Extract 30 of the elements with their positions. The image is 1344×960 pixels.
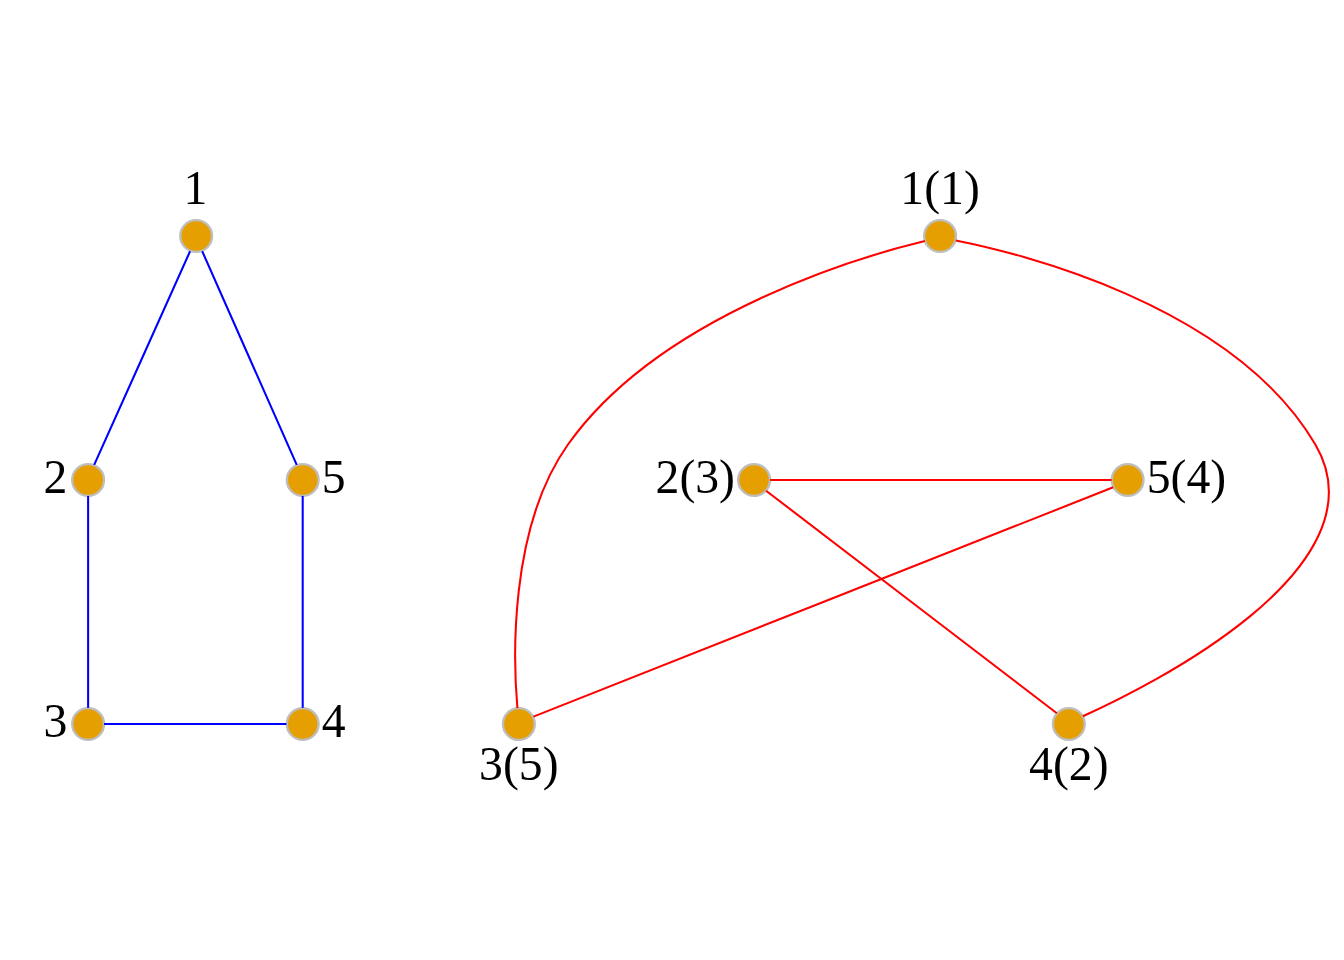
node-circle xyxy=(1110,462,1145,498)
node-label: 1 xyxy=(183,162,208,215)
connector xyxy=(514,240,926,709)
connector xyxy=(955,239,1329,718)
connector xyxy=(201,250,298,466)
node-label: 5 xyxy=(321,450,346,503)
node-circle xyxy=(71,706,106,742)
node-circle xyxy=(71,462,106,498)
node-label: 2(3) xyxy=(655,450,735,503)
node-circle xyxy=(737,462,772,498)
node-circle xyxy=(179,218,214,254)
connector xyxy=(770,478,1112,482)
node-circle xyxy=(501,706,536,742)
node-label: 2 xyxy=(43,450,68,503)
node-label: 3(5) xyxy=(479,737,559,790)
connector xyxy=(87,495,90,708)
node-circle xyxy=(285,706,320,742)
connector xyxy=(765,489,1058,715)
connector xyxy=(533,486,1114,718)
connector xyxy=(104,722,287,726)
node-circle xyxy=(1051,706,1086,742)
connector xyxy=(93,250,192,466)
connector xyxy=(301,495,304,708)
node-circle xyxy=(923,218,958,254)
node-circle xyxy=(285,462,320,498)
node-label: 5(4) xyxy=(1146,450,1227,503)
node-label: 1(1) xyxy=(900,162,980,215)
node-label: 4(2) xyxy=(1029,737,1109,790)
node-label: 3 xyxy=(43,694,68,747)
node-label: 4 xyxy=(321,694,346,747)
